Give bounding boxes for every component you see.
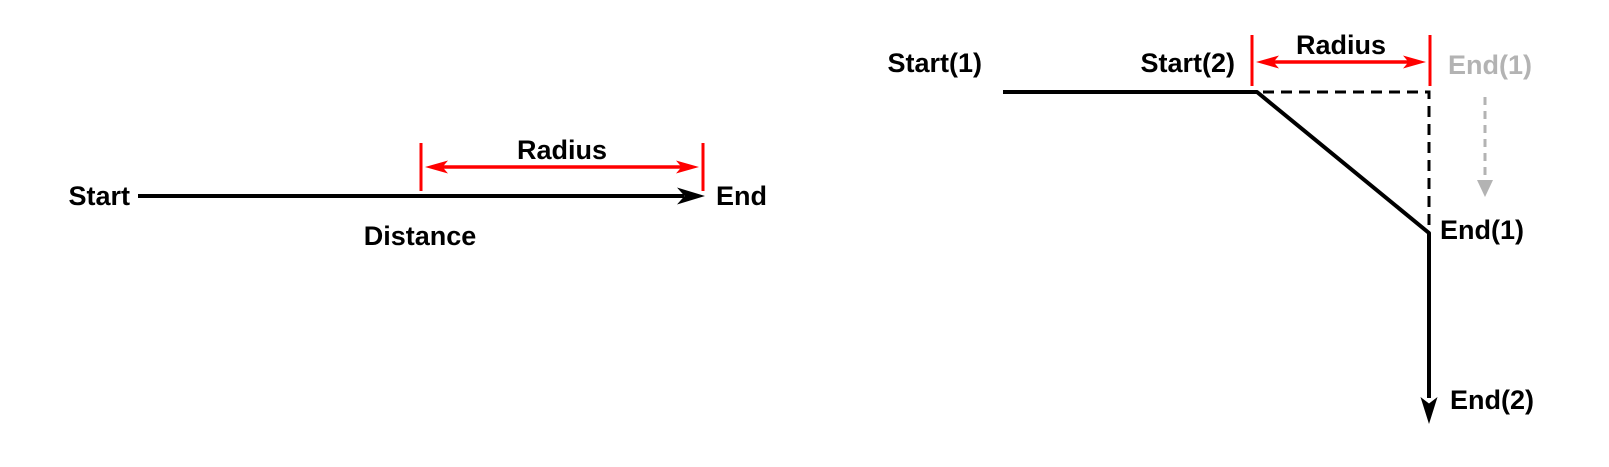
end2-label: End(2) [1450,385,1534,415]
tool-path [1003,90,1431,398]
end1-label: End(1) [1440,215,1524,245]
radius2-arrowhead-left-icon [1256,55,1279,69]
end-label: End [716,181,767,211]
original-corner-dashed-path [1263,90,1431,226]
distance-label: Distance [364,221,477,251]
radius2-label: Radius [1296,30,1386,60]
distance-arrowhead-icon [677,187,705,205]
radius2-arrowhead-right-icon [1403,55,1426,69]
end1-shift-arrowhead-icon [1477,180,1493,197]
start-label: Start [68,181,130,211]
end1-ghost-label: End(1) [1448,50,1532,80]
straight-move-diagram: Start End Distance Radius [68,135,767,251]
start2-label: Start(2) [1140,48,1235,78]
radius-label: Radius [517,135,607,165]
start1-label: Start(1) [887,48,982,78]
two-segment-move-diagram: Start(1) Start(2) Radius End(1) End(1) E… [887,30,1534,424]
tool-path-arrowhead-icon [1420,397,1438,424]
radius-arrowhead-right-icon [676,160,699,174]
radius-arrowhead-left-icon [425,160,448,174]
